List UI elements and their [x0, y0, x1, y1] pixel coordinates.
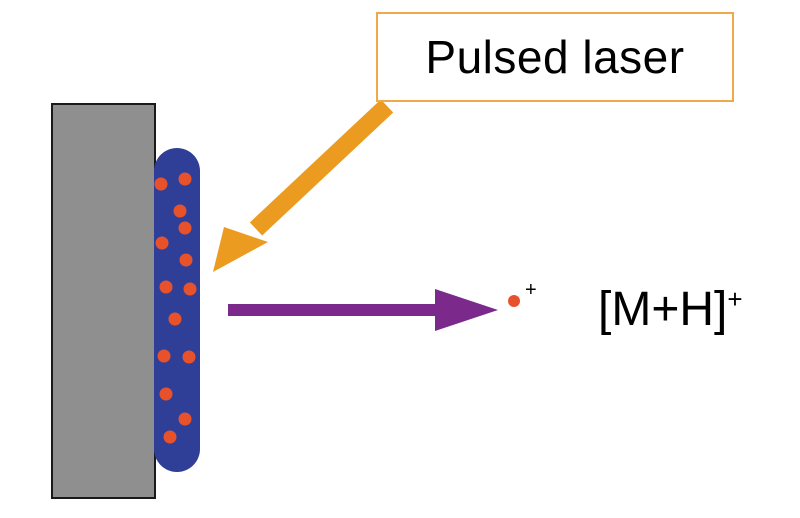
sample-plate	[51, 103, 156, 499]
ion-formula-charge: +	[727, 284, 743, 314]
analyte-dot	[157, 349, 171, 363]
analyte-dot	[155, 236, 169, 250]
analyte-dots	[154, 172, 197, 444]
analyte-dot	[179, 253, 193, 267]
analyte-dot	[173, 204, 187, 218]
analyte-dot	[163, 430, 177, 444]
ion-particle	[508, 295, 520, 307]
pulsed-laser-label: Pulsed laser	[376, 12, 734, 102]
analyte-dot	[159, 387, 173, 401]
matrix-layer	[154, 148, 200, 472]
analyte-dot	[159, 280, 173, 294]
analyte-dot	[154, 177, 168, 191]
analyte-dot	[183, 282, 197, 296]
pulsed-laser-text: Pulsed laser	[425, 31, 685, 83]
ion-formula-text: [M+H]	[598, 283, 728, 336]
analyte-dot	[178, 412, 192, 426]
ion-formula-label: [M+H]+	[598, 282, 743, 337]
analyte-dot	[182, 350, 196, 364]
analyte-dot	[178, 172, 192, 186]
analyte-dot	[178, 221, 192, 235]
ion-arrow-icon	[228, 289, 498, 331]
laser-arrow-icon	[213, 99, 394, 272]
analyte-dot	[168, 312, 182, 326]
ion-particle-charge: +	[525, 279, 537, 301]
